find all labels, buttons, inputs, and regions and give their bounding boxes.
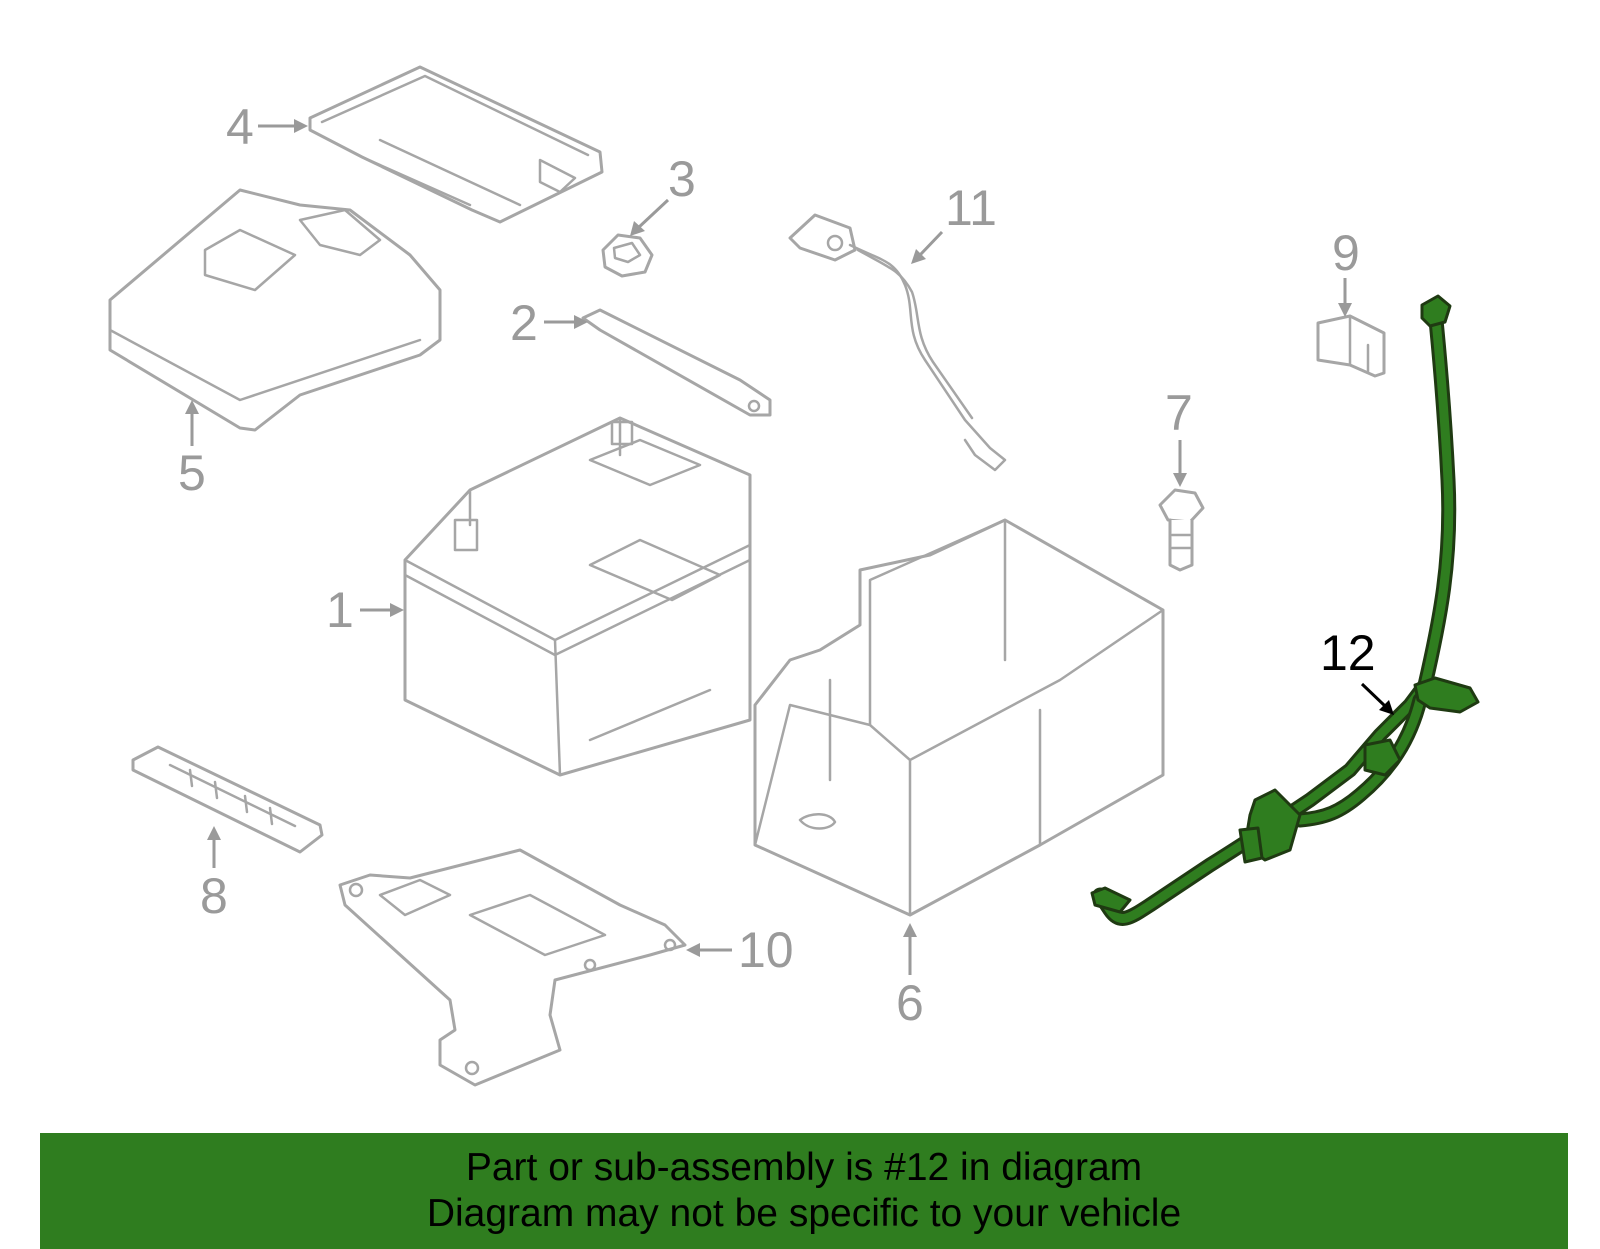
- svg-text:9: 9: [1332, 225, 1360, 281]
- info-banner: Part or sub-assembly is #12 in diagram D…: [40, 1133, 1568, 1249]
- part-12-battery-cable: [1090, 294, 1480, 926]
- callout-8: 8: [200, 826, 228, 924]
- part-9-clip: [1316, 314, 1386, 378]
- callout-1: 1: [326, 582, 404, 638]
- part-2-hold-down: [581, 308, 772, 417]
- callout-3: 3: [630, 151, 696, 236]
- svg-text:6: 6: [896, 975, 924, 1031]
- svg-text:2: 2: [510, 295, 538, 351]
- part-10-bracket: [338, 848, 687, 1087]
- svg-text:7: 7: [1165, 385, 1193, 441]
- callout-12: 12: [1320, 625, 1394, 715]
- svg-text:4: 4: [226, 99, 254, 155]
- svg-text:8: 8: [200, 868, 228, 924]
- callout-7: 7: [1165, 385, 1193, 487]
- callout-10: 10: [686, 922, 794, 978]
- callout-2: 2: [510, 295, 588, 351]
- callout-4: 4: [226, 99, 308, 155]
- svg-text:3: 3: [668, 151, 696, 207]
- callout-6: 6: [896, 923, 924, 1031]
- part-5-insulator: [108, 188, 442, 432]
- svg-text:1: 1: [326, 582, 354, 638]
- svg-text:10: 10: [738, 922, 794, 978]
- svg-text:11: 11: [945, 180, 997, 236]
- part-8-strip: [131, 745, 324, 854]
- callout-9: 9: [1332, 225, 1360, 317]
- part-3-nut: [601, 233, 654, 278]
- svg-text:5: 5: [178, 445, 206, 501]
- part-6-tray: [753, 518, 1165, 917]
- svg-text:12: 12: [1320, 625, 1376, 681]
- callout-11: 11: [911, 180, 997, 264]
- part-1-battery: [403, 416, 752, 777]
- part-7-bolt: [1158, 488, 1205, 572]
- banner-line-2: Diagram may not be specific to your vehi…: [426, 1192, 1182, 1235]
- callout-5: 5: [178, 400, 206, 501]
- banner-line-1: Part or sub-assembly is #12 in diagram: [465, 1146, 1143, 1189]
- part-4-cover: [308, 65, 604, 224]
- part-11-cable: [788, 213, 1007, 472]
